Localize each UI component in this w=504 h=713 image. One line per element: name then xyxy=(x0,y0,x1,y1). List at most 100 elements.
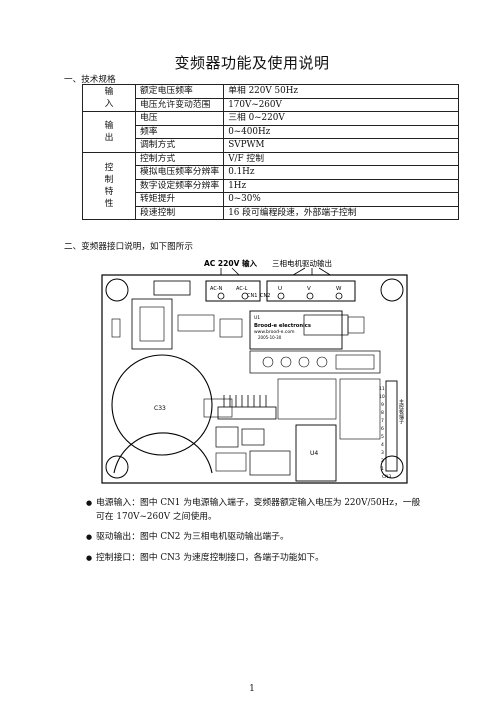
regulator xyxy=(215,426,239,448)
table-row: 调制方式 SVPWM xyxy=(83,138,459,153)
resistor-block xyxy=(277,378,337,420)
mount-hole xyxy=(105,455,129,479)
bullet-dot: ● xyxy=(86,533,93,542)
spec-value: 0~400Hz xyxy=(223,124,459,139)
capacitor-small xyxy=(280,356,292,368)
relay-inner xyxy=(139,306,165,342)
table-row: 电压允许变动范围 170V~260V xyxy=(83,97,459,112)
spec-name: 电压允许变动范围 xyxy=(134,97,225,112)
resistor-array xyxy=(335,354,375,370)
spec-value: 0~30% xyxy=(223,192,459,207)
cn1-label: CN1 xyxy=(247,293,257,299)
cn3-connector xyxy=(385,380,398,472)
terminal-screw xyxy=(241,292,249,300)
spec-table: 输入 额定电压频率 单相 220V 50Hz 电压允许变动范围 170V~260… xyxy=(82,84,459,220)
fuse-holder xyxy=(153,280,191,296)
section-heading-specs: 一、技术规格 xyxy=(64,75,116,85)
spec-name: 额定电压频率 xyxy=(134,84,225,99)
table-row: 模拟电压频率分辨率 0.1Hz xyxy=(83,165,459,180)
cn2-terminal-block xyxy=(266,280,356,302)
resistor xyxy=(111,318,121,338)
svg-text:1: 1 xyxy=(381,466,384,472)
table-row: 段速控制 16 段可编程段速，外部端子控制 xyxy=(83,205,459,220)
bullet-text: 控制接口：图中 CN3 为速度控制接口，各端子功能如下。 xyxy=(96,552,324,563)
table-row: 输入 额定电压频率 单相 220V 50Hz xyxy=(82,84,459,112)
mount-hole xyxy=(380,455,404,479)
driver-circuit xyxy=(249,350,381,374)
terminal-label: U xyxy=(278,286,282,292)
spec-value: V/F 控制 xyxy=(223,151,459,166)
svg-text:9: 9 xyxy=(381,402,384,408)
spec-value: 170V~260V xyxy=(223,97,459,112)
table-row: 输出 电压 三相 0~220V xyxy=(82,111,459,153)
svg-text:3: 3 xyxy=(381,450,384,456)
date-label: 2005-10-30 xyxy=(258,335,282,340)
terminal-screw xyxy=(335,292,343,300)
bullet-text: 电源输入：图中 CN1 为电源输入端子，变频器额定输入电压为 220V/50Hz… xyxy=(96,498,421,523)
table-row: 控制特性 控制方式 V/F 控制 xyxy=(82,151,459,220)
bullet-text: 驱动输出：图中 CN2 为三相电机驱动输出端子。 xyxy=(96,532,289,543)
relay-component xyxy=(131,298,173,350)
bullet-dot: ● xyxy=(86,499,93,507)
terminal-screw xyxy=(306,292,314,300)
section-heading-interface: 二、变频器接口说明，如下图所示 xyxy=(64,242,193,252)
capacitor-c44 xyxy=(113,432,213,474)
motor-output-label: 三相电机驱动输出 xyxy=(272,259,332,268)
bridge-rectifier xyxy=(177,314,215,332)
chip-label: U4 xyxy=(310,450,318,457)
capacitor-small xyxy=(316,356,328,368)
spec-value: 16 段可编程段速，外部端子控制 xyxy=(223,205,459,220)
page-number: 1 xyxy=(249,684,255,694)
cn3-pin-numbers: 11 10 9 8 7 6 5 4 3 2 1 xyxy=(379,386,385,472)
spec-name: 控制方式 xyxy=(134,151,225,166)
list-item: ● 控制接口：图中 CN3 为速度控制接口，各端子功能如下。 xyxy=(86,551,426,565)
pcb-diagram: AC 220V 输入 三相电机驱动输出 AC-N AC-L CN1 U V W … xyxy=(101,259,408,484)
mount-hole xyxy=(380,278,404,302)
table-row: 转矩提升 0~30% xyxy=(83,192,459,207)
terminal-label: AC-N xyxy=(210,286,223,292)
terminal-screw xyxy=(217,292,225,300)
interface-bullets: ● 电源输入：图中 CN1 为电源输入端子，变频器额定输入电压为 220V/50… xyxy=(86,496,426,571)
group-label-input: 输入 xyxy=(82,84,136,112)
regulator xyxy=(241,428,265,446)
ac-input-label: AC 220V 输入 xyxy=(204,259,257,268)
side-label: 主控板端子 xyxy=(398,398,404,424)
spec-value: 0.1Hz xyxy=(223,165,459,180)
chip-u4 xyxy=(295,424,337,482)
svg-text:11: 11 xyxy=(379,386,385,392)
board-ref-label: U1 xyxy=(254,315,260,321)
capacitor-c33 xyxy=(111,354,213,456)
mount-hole xyxy=(105,278,129,302)
capacitor-small xyxy=(298,356,310,368)
group-label-control: 控制特性 xyxy=(82,151,136,220)
brand-label: Brood-e electronics xyxy=(254,323,311,329)
spec-name: 数字设定频率分辨率 xyxy=(134,178,225,193)
terminal-label: AC-L xyxy=(236,286,248,292)
svg-text:10: 10 xyxy=(379,394,385,400)
terminal-label: W xyxy=(336,286,342,292)
power-module xyxy=(249,310,343,350)
terminal-label: V xyxy=(307,286,311,292)
terminal-screw xyxy=(277,292,285,300)
ic-component xyxy=(249,450,291,476)
list-item: ● 驱动输出：图中 CN2 为三相电机驱动输出端子。 xyxy=(86,530,426,544)
svg-text:5: 5 xyxy=(381,434,384,440)
terminal-small xyxy=(347,316,365,334)
svg-text:8: 8 xyxy=(381,410,384,416)
bullet-dot: ● xyxy=(86,553,93,562)
spec-value: 1Hz xyxy=(223,178,459,193)
svg-text:7: 7 xyxy=(381,418,384,424)
cn1-terminal-block xyxy=(205,280,261,302)
thermistor xyxy=(219,318,243,338)
group-label-output: 输出 xyxy=(82,111,136,153)
spec-value: SVPWM xyxy=(223,138,459,153)
spec-name: 段速控制 xyxy=(134,205,225,220)
list-item: ● 电源输入：图中 CN1 为电源输入端子，变频器额定输入电压为 220V/50… xyxy=(86,496,426,524)
resistor-block xyxy=(339,378,381,440)
spec-name: 电压 xyxy=(134,111,225,126)
spec-name: 转矩提升 xyxy=(134,192,225,207)
url-label: www.brood-e.com xyxy=(254,329,294,335)
svg-text:6: 6 xyxy=(381,426,384,432)
spec-name: 模拟电压频率分辨率 xyxy=(134,165,225,180)
table-row: 频率 0~400Hz xyxy=(83,124,459,139)
